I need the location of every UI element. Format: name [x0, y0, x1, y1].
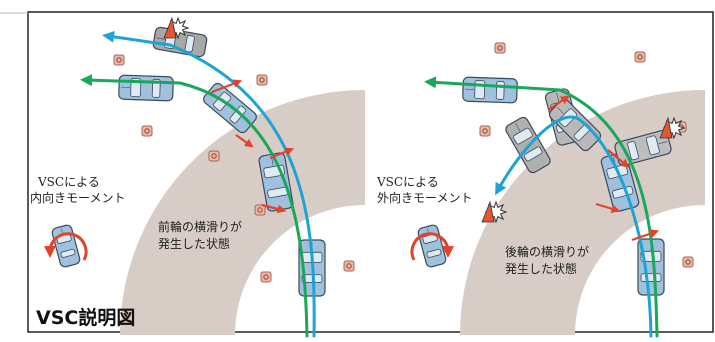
cone-icon — [257, 75, 267, 85]
left-state-label-line2: 発生した状態 — [158, 237, 230, 252]
car-icon — [119, 75, 174, 101]
cone-icon — [495, 43, 505, 53]
car-icon — [463, 77, 518, 103]
cone-icon — [261, 272, 271, 282]
cone-icon — [209, 151, 219, 161]
right-moment-label-line1: VSCによる — [377, 175, 439, 190]
cone-icon — [683, 257, 693, 267]
cone-icon — [142, 126, 152, 136]
left-state-label-line1: 前輪の横滑りが — [158, 220, 242, 235]
right-state-label-line2: 発生した状態 — [505, 262, 577, 277]
cone-icon — [480, 126, 490, 136]
cone-icon — [635, 52, 645, 62]
cone-icon — [344, 261, 354, 271]
left-moment-label-line1: VSCによる — [38, 175, 100, 190]
car-icon — [417, 224, 447, 268]
cone-icon — [114, 55, 124, 65]
car-icon — [51, 224, 81, 268]
right-moment-label-line2: 外向きモーメント — [377, 191, 473, 206]
right-state-label-line1: 後輪の横滑りが — [505, 245, 589, 260]
left-moment-label-line2: 内向きモーメント — [30, 191, 126, 206]
car-icon — [202, 81, 259, 134]
figure-caption: VSC説明図 — [36, 303, 135, 330]
